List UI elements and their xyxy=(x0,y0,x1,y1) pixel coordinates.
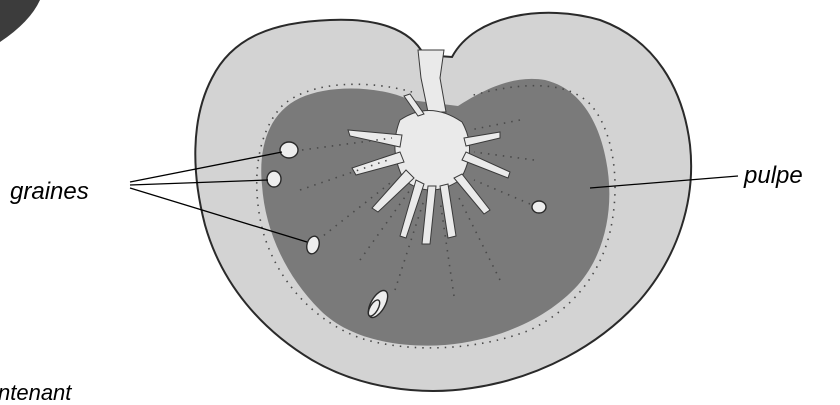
pulp-label: pulpe xyxy=(743,162,803,189)
seed-4 xyxy=(532,201,546,213)
seed-1 xyxy=(280,142,298,158)
bottom-left-partial-label: ntenant xyxy=(0,380,72,405)
seed-2 xyxy=(267,171,281,187)
seeds-label: graines xyxy=(10,178,89,205)
corner-blob xyxy=(0,0,40,42)
